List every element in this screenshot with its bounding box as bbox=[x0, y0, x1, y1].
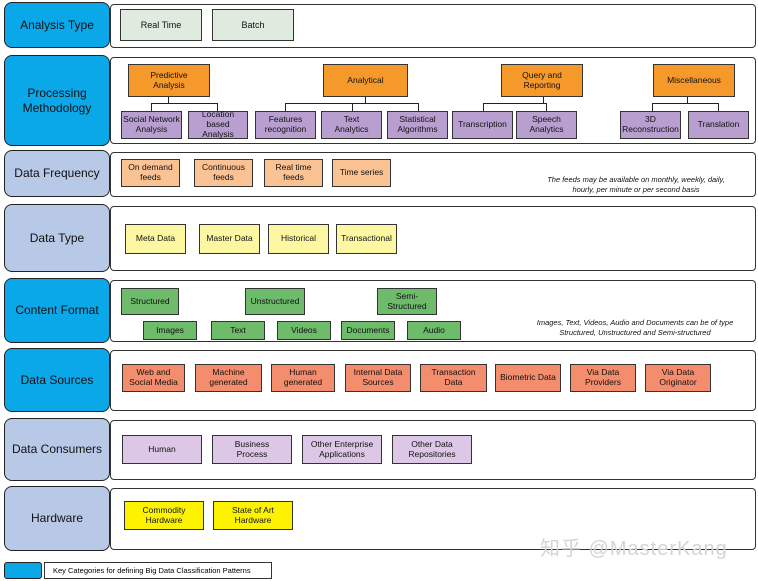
connector-query-bar bbox=[483, 103, 547, 104]
continuous-feeds-box: Continuous feeds bbox=[194, 159, 253, 187]
connector-analytical-mid bbox=[352, 103, 353, 111]
human-consumer-box: Human bbox=[122, 435, 202, 464]
category-data-frequency: Data Frequency bbox=[4, 150, 110, 197]
miscellaneous-box: Miscellaneous bbox=[653, 64, 735, 97]
location-based-analysis-box: Location based Analysis bbox=[188, 109, 248, 139]
social-network-analysis-box: Social Network Analysis bbox=[121, 111, 182, 139]
via-data-originator-box: Via Data Originator bbox=[645, 364, 711, 392]
3d-reconstruction-box: 3D Reconstruction bbox=[620, 111, 681, 139]
analytical-box: Analytical bbox=[323, 64, 408, 97]
connector-misc-right bbox=[718, 103, 719, 111]
connector-analytical bbox=[365, 97, 366, 103]
transcription-box: Transcription bbox=[452, 111, 513, 139]
via-data-providers-box: Via Data Providers bbox=[570, 364, 636, 392]
images-box: Images bbox=[143, 321, 197, 340]
transactional-box: Transactional bbox=[336, 224, 397, 254]
business-process-box: Business Process bbox=[212, 435, 292, 464]
connector-analytical-left bbox=[285, 103, 286, 111]
biometric-data-box: Biometric Data bbox=[495, 364, 561, 392]
state-of-art-hardware-box: State of Art Hardware bbox=[213, 501, 293, 530]
other-data-repositories-box: Other Data Repositories bbox=[392, 435, 472, 464]
meta-data-box: Meta Data bbox=[125, 224, 186, 254]
statistical-algorithms-box: Statistical Algorithms bbox=[387, 111, 448, 139]
unstructured-box: Unstructured bbox=[245, 288, 305, 315]
connector-misc-left bbox=[652, 103, 653, 111]
real-time-feeds-box: Real time feeds bbox=[264, 159, 323, 187]
other-enterprise-applications-box: Other Enterprise Applications bbox=[302, 435, 382, 464]
connector-query bbox=[543, 97, 544, 103]
analysis-type-row bbox=[110, 4, 756, 48]
transaction-data-box: Transaction Data bbox=[420, 364, 487, 392]
real-time-box: Real Time bbox=[120, 9, 202, 41]
web-social-media-box: Web and Social Media bbox=[122, 364, 185, 392]
connector-query-right bbox=[546, 103, 547, 111]
category-data-sources: Data Sources bbox=[4, 348, 110, 412]
internal-data-sources-box: Internal Data Sources bbox=[345, 364, 411, 392]
connector-analytical-right bbox=[418, 103, 419, 111]
historical-box: Historical bbox=[268, 224, 329, 254]
semi-structured-box: Semi- Structured bbox=[377, 288, 437, 315]
query-reporting-box: Query and Reporting bbox=[501, 64, 583, 97]
connector-predictive-right bbox=[217, 103, 218, 111]
connector-predictive-left bbox=[151, 103, 152, 111]
on-demand-feeds-box: On demand feeds bbox=[121, 159, 180, 187]
translation-box: Translation bbox=[688, 111, 749, 139]
connector-misc bbox=[687, 97, 688, 103]
master-data-box: Master Data bbox=[199, 224, 260, 254]
category-hardware: Hardware bbox=[4, 486, 110, 551]
features-recognition-box: Features recognition bbox=[255, 111, 316, 139]
category-analysis-type: Analysis Type bbox=[4, 2, 110, 48]
batch-box: Batch bbox=[212, 9, 294, 41]
connector-predictive-bar bbox=[151, 103, 218, 104]
structured-box: Structured bbox=[121, 288, 179, 315]
commodity-hardware-box: Commodity Hardware bbox=[124, 501, 204, 530]
human-generated-box: Human generated bbox=[271, 364, 335, 392]
connector-predictive bbox=[168, 97, 169, 103]
text-box: Text bbox=[211, 321, 265, 340]
frequency-note: The feeds may be available on monthly, w… bbox=[547, 175, 725, 195]
videos-box: Videos bbox=[277, 321, 331, 340]
text-analytics-box: Text Analytics bbox=[321, 111, 382, 139]
category-content-format: Content Format bbox=[4, 278, 110, 343]
speech-analytics-box: Speech Analytics bbox=[516, 111, 577, 139]
machine-generated-box: Machine generated bbox=[195, 364, 262, 392]
category-data-type: Data Type bbox=[4, 204, 110, 272]
documents-box: Documents bbox=[341, 321, 395, 340]
predictive-analysis-box: Predictive Analysis bbox=[128, 64, 210, 97]
time-series-box: Time series bbox=[332, 159, 391, 187]
audio-box: Audio bbox=[407, 321, 461, 340]
legend-swatch bbox=[4, 562, 42, 579]
connector-misc-bar bbox=[652, 103, 719, 104]
category-data-consumers: Data Consumers bbox=[4, 418, 110, 481]
category-processing-methodology: Processing Methodology bbox=[4, 55, 110, 146]
watermark: 知乎 @MasterKang bbox=[540, 538, 728, 560]
content-note: Images, Text, Videos, Audio and Document… bbox=[536, 318, 734, 338]
connector-query-left bbox=[483, 103, 484, 111]
legend-text: Key Categories for defining Big Data Cla… bbox=[44, 562, 272, 579]
